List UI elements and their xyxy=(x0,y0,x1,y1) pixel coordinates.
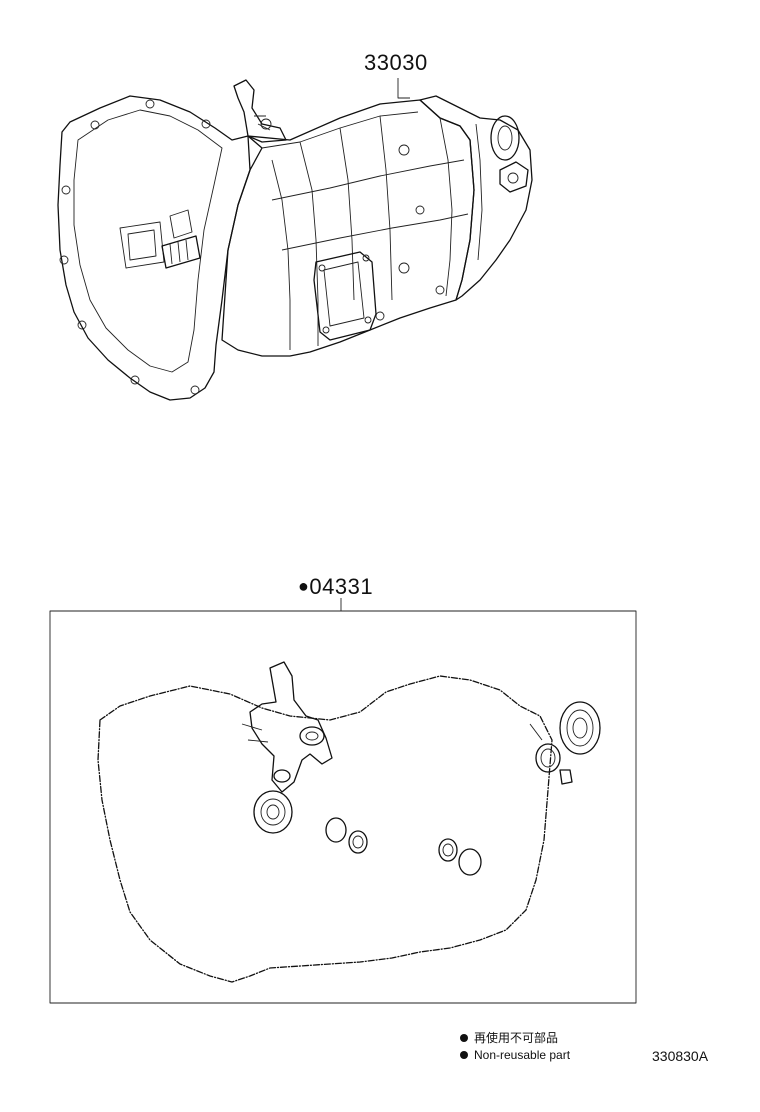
legend-row-en: Non-reusable part xyxy=(460,1047,570,1064)
callout-part-04331-wrap[interactable]: ●04331 xyxy=(298,574,373,600)
legend: 再使用不可部品 Non-reusable part xyxy=(460,1030,570,1064)
transmission-assembly-illustration xyxy=(57,79,533,401)
figure-id: 330830A xyxy=(652,1048,709,1064)
legend-dot-icon xyxy=(460,1051,468,1059)
legend-text-ja: 再使用不可部品 xyxy=(474,1031,559,1045)
legend-text-en: Non-reusable part xyxy=(474,1048,571,1062)
gasket-kit-frame xyxy=(49,610,637,1004)
legend-dot-icon xyxy=(460,1034,468,1042)
gasket-kit-illustration xyxy=(97,661,601,983)
callout-leader-33030 xyxy=(397,78,410,99)
legend-row-ja: 再使用不可部品 xyxy=(460,1030,570,1047)
callout-part-33030[interactable]: 33030 xyxy=(364,50,428,75)
callout-part-04331: 04331 xyxy=(309,574,374,599)
non-reusable-symbol: ● xyxy=(298,576,310,596)
